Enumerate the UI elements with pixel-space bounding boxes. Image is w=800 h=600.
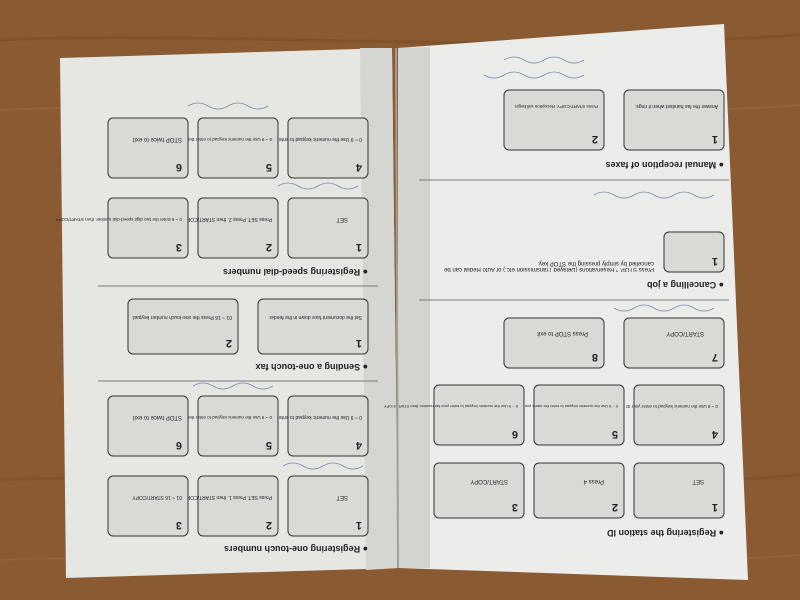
left-section-3: ● Registering speed-dial numbers 1 SET 2… bbox=[55, 117, 378, 287]
step-box bbox=[433, 462, 525, 519]
svg-text:SET: SET bbox=[336, 216, 348, 222]
svg-text:1: 1 bbox=[356, 241, 362, 253]
svg-text:Answer the fax handset when it: Answer the fax handset when it rings. bbox=[635, 103, 718, 109]
section-title: ● Manual reception of faxes bbox=[606, 160, 724, 170]
section-title: ● Registering the station ID bbox=[607, 528, 724, 538]
svg-text:4: 4 bbox=[355, 439, 362, 451]
svg-text:START/COPY: START/COPY bbox=[666, 330, 704, 336]
handwritten-notes bbox=[187, 102, 364, 470]
step-box bbox=[633, 462, 725, 519]
step-box bbox=[533, 384, 625, 446]
svg-text:SET: SET bbox=[336, 494, 348, 500]
right-section-1: ● Registering the station ID 1 SET 2 Pre… bbox=[384, 317, 725, 538]
svg-text:Press SET. Press 2. then START: Press SET. Press 2. then START/COPY bbox=[183, 216, 272, 222]
svg-text:2: 2 bbox=[612, 501, 618, 513]
step-box bbox=[197, 197, 279, 259]
svg-text:Press STOP to exit: Press STOP to exit bbox=[537, 330, 588, 336]
svg-text:Press 4: Press 4 bbox=[583, 478, 604, 484]
svg-text:2: 2 bbox=[226, 337, 232, 349]
right-section-3: ● Manual reception of faxes 1 Answer the… bbox=[419, 89, 729, 181]
svg-text:SET: SET bbox=[692, 478, 704, 484]
left-section-1: ● Registering one-touch numbers 1 SET 2 … bbox=[107, 395, 369, 554]
svg-text:Press START/COPY. Reception wi: Press START/COPY. Reception will begin. bbox=[514, 104, 598, 109]
step-box bbox=[663, 231, 725, 273]
svg-text:0 ~ 9 Use the numeric keypad t: 0 ~ 9 Use the numeric keypad to enter yo… bbox=[614, 404, 718, 409]
step-box bbox=[287, 395, 369, 457]
step-box bbox=[633, 384, 725, 446]
svg-text:4: 4 bbox=[711, 428, 718, 440]
svg-text:3: 3 bbox=[176, 519, 182, 531]
step-box bbox=[503, 317, 605, 369]
section-title: ● Registering one-touch numbers bbox=[224, 544, 368, 554]
left-section-2: ● Sending a one-touch fax 1 Set the docu… bbox=[98, 298, 378, 382]
section-title: ● Registering speed-dial numbers bbox=[223, 267, 368, 277]
svg-text:1: 1 bbox=[712, 255, 718, 267]
svg-text:8: 8 bbox=[592, 351, 598, 363]
svg-text:1: 1 bbox=[712, 133, 718, 145]
svg-text:3: 3 bbox=[176, 241, 182, 253]
svg-text:0 ~ 9 Enter the two digit spee: 0 ~ 9 Enter the two digit speed-dial num… bbox=[55, 217, 182, 222]
handwritten-notes bbox=[483, 56, 715, 312]
step-box bbox=[623, 317, 725, 369]
svg-text:0 ~ 9 Use the numeric keypad t: 0 ~ 9 Use the numeric keypad to enter th… bbox=[241, 414, 362, 420]
step-box bbox=[287, 117, 369, 179]
step-box bbox=[107, 197, 189, 259]
svg-text:6: 6 bbox=[176, 439, 182, 451]
step-box bbox=[107, 395, 189, 457]
svg-text:5: 5 bbox=[266, 161, 272, 173]
svg-text:2: 2 bbox=[266, 519, 272, 531]
step-box bbox=[257, 298, 369, 355]
svg-text:1: 1 bbox=[356, 519, 362, 531]
svg-text:5: 5 bbox=[612, 428, 618, 440]
right-section-2: ● Cancelling a job 1 Press STOP. * Reser… bbox=[419, 231, 729, 301]
step-box bbox=[623, 89, 725, 151]
step-box bbox=[197, 395, 279, 457]
svg-text:Press SET. Press 1. then START: Press SET. Press 1. then START/COPY bbox=[183, 494, 272, 500]
step-box bbox=[197, 475, 279, 537]
svg-text:01 ~ 16 Press the one-touch nu: 01 ~ 16 Press the one-touch number keypa… bbox=[132, 314, 232, 320]
svg-text:STOP twice to exit: STOP twice to exit bbox=[133, 414, 182, 420]
svg-text:1: 1 bbox=[712, 501, 718, 513]
step-box bbox=[287, 197, 369, 259]
step-box bbox=[503, 89, 605, 151]
step-box bbox=[197, 117, 279, 179]
step-box bbox=[287, 475, 369, 537]
step-box bbox=[107, 475, 189, 537]
section-title: ● Sending a one-touch fax bbox=[256, 362, 368, 372]
svg-text:7: 7 bbox=[712, 351, 718, 363]
svg-text:3: 3 bbox=[512, 501, 518, 513]
svg-text:STOP twice to exit: STOP twice to exit bbox=[133, 136, 182, 142]
svg-text:0 ~ 9 Use the numeric keypad t: 0 ~ 9 Use the numeric keypad to enter th… bbox=[474, 404, 618, 409]
step-box bbox=[433, 384, 525, 446]
svg-text:6: 6 bbox=[512, 428, 518, 440]
svg-text:2: 2 bbox=[592, 133, 598, 145]
svg-text:6: 6 bbox=[176, 161, 182, 173]
svg-text:0 ~ 9 Use the numeric keypad t: 0 ~ 9 Use the numeric keypad to enter th… bbox=[139, 415, 272, 420]
section-title: ● Cancelling a job bbox=[647, 280, 724, 290]
step-box bbox=[127, 298, 239, 355]
svg-text:01 ~ 16 START/COPY: 01 ~ 16 START/COPY bbox=[132, 494, 182, 500]
svg-text:Set the document face down in: Set the document face down in the feeder… bbox=[268, 314, 362, 320]
step-box bbox=[533, 462, 625, 519]
svg-text:0 ~ 9 Use the numeric keypad t: 0 ~ 9 Use the numeric keypad to enter th… bbox=[139, 137, 272, 142]
svg-text:0 ~ 9 Use the numeric keypad t: 0 ~ 9 Use the numeric keypad to enter th… bbox=[241, 136, 362, 142]
svg-text:4: 4 bbox=[355, 161, 362, 173]
svg-text:1: 1 bbox=[356, 337, 362, 349]
svg-text:2: 2 bbox=[266, 241, 272, 253]
svg-text:5: 5 bbox=[266, 439, 272, 451]
svg-text:START/COPY: START/COPY bbox=[470, 478, 508, 484]
spine bbox=[395, 47, 399, 569]
svg-text:0 ~ 9 Use the numeric keypad t: 0 ~ 9 Use the numeric keypad to enter yo… bbox=[384, 404, 518, 409]
step-box bbox=[107, 117, 189, 179]
